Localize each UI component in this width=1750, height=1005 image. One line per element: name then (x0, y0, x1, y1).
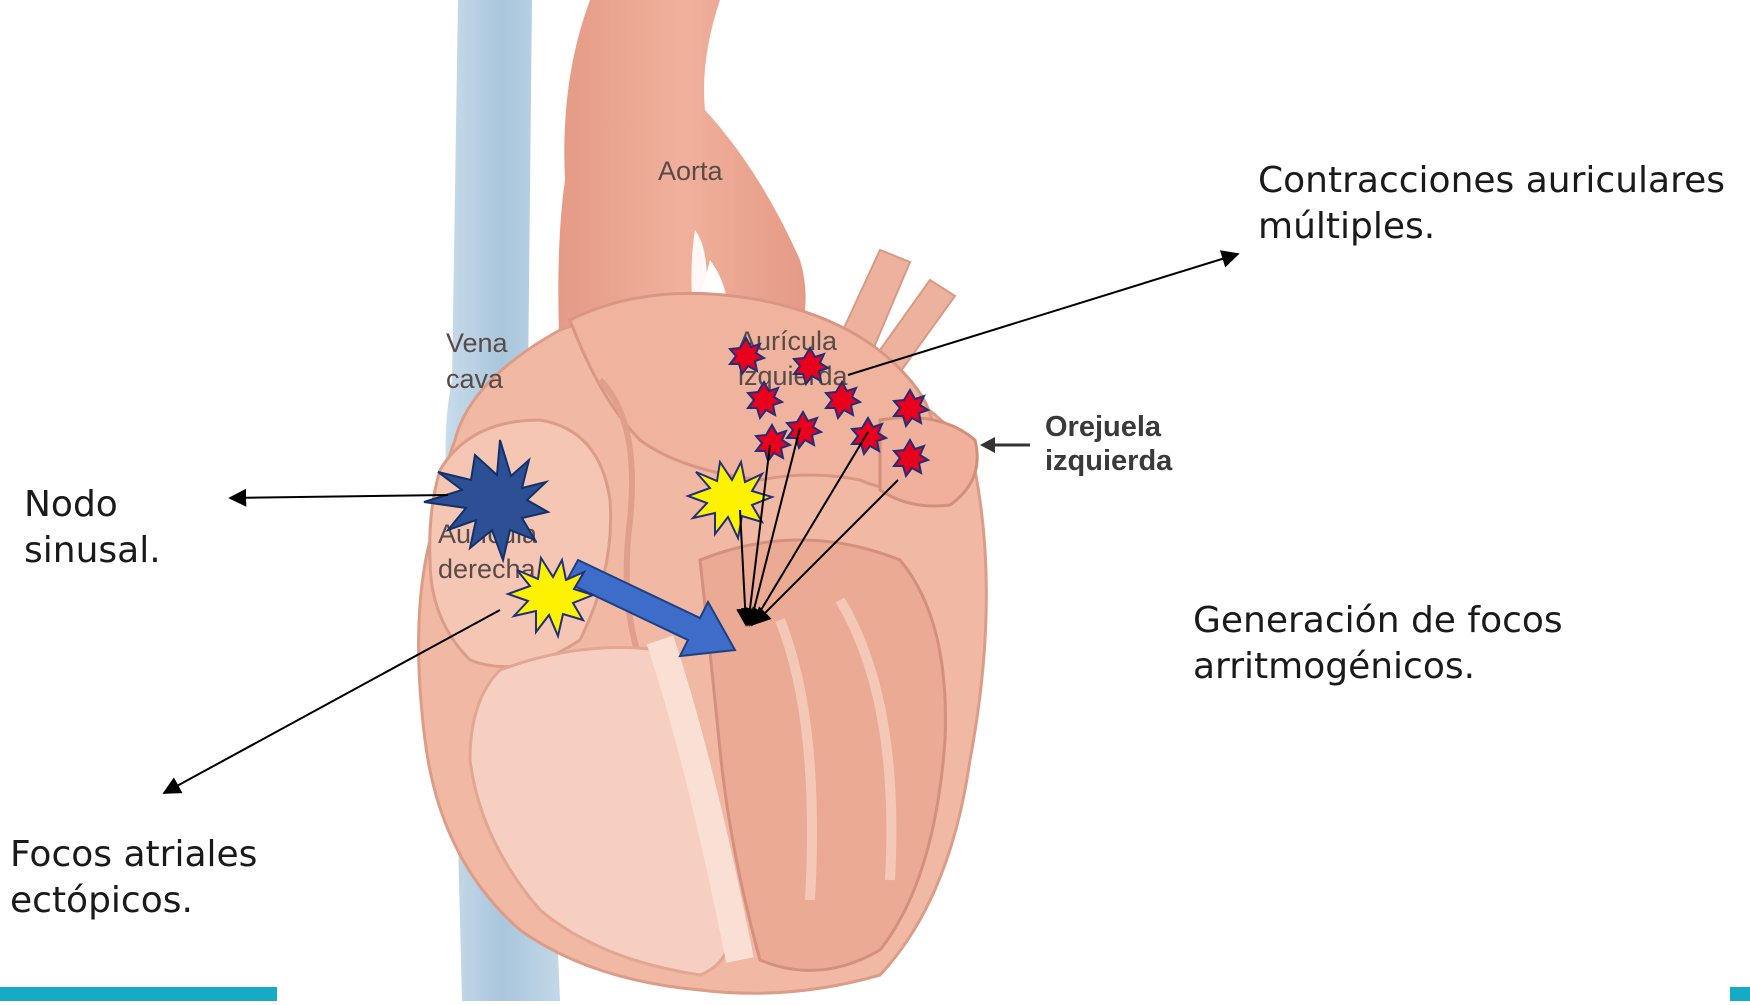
annotation-multiple-contractions: Contracciones auriculares múltiples. (1258, 158, 1725, 250)
annotation-line: sinusal. (24, 528, 161, 574)
annotation-line: arritmogénicos. (1193, 644, 1563, 690)
label-left-appendage-2: izquierda (1045, 445, 1173, 477)
label-vena-cava-2: cava (446, 364, 504, 394)
annotation-line: Generación de focos (1193, 598, 1563, 644)
left-appendage (880, 418, 977, 507)
accent-bar-right (1730, 987, 1750, 1001)
annotation-sinus-node: Nodo sinusal. (24, 482, 161, 574)
accent-bar-left (0, 987, 277, 1001)
arrow-sinus-node (230, 495, 448, 498)
annotation-line: Nodo (24, 482, 161, 528)
label-aorta: Aorta (658, 156, 724, 186)
annotation-line: Focos atriales (10, 832, 257, 878)
label-vena-cava-1: Vena (446, 328, 509, 358)
annotation-line: Contracciones auriculares (1258, 158, 1725, 204)
annotation-line: múltiples. (1258, 204, 1725, 250)
label-left-appendage-1: Orejuela (1045, 411, 1162, 443)
annotation-line: ectópicos. (10, 878, 257, 924)
annotation-ectopic-foci: Focos atriales ectópicos. (10, 832, 257, 924)
annotation-arrhythmogenic-foci: Generación de focos arritmogénicos. (1193, 598, 1563, 690)
label-right-atrium-2: derecha (438, 554, 537, 584)
